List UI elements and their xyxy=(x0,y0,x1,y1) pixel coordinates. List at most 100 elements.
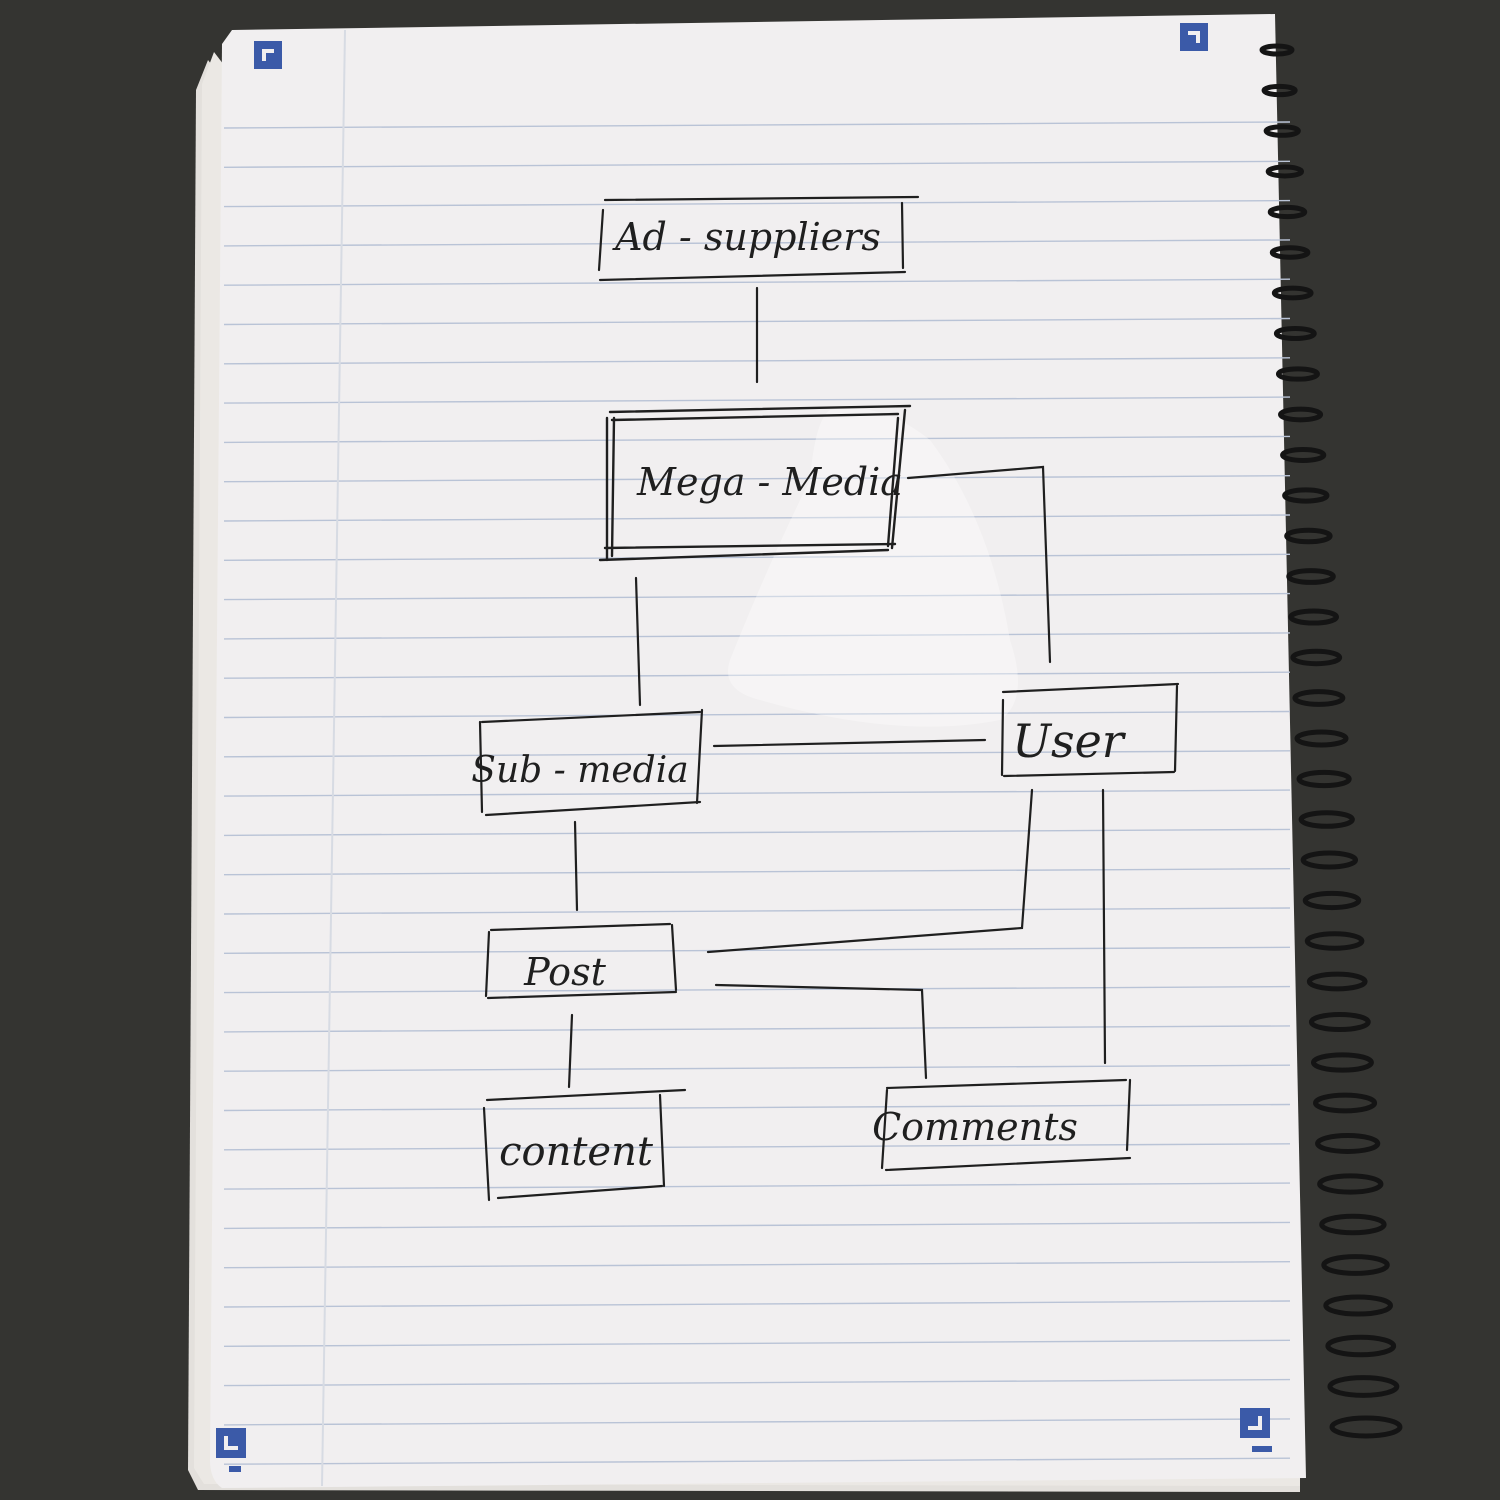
rule-line xyxy=(223,946,1291,954)
spiral-ring xyxy=(1304,931,1365,951)
spiral-ring xyxy=(1327,1375,1400,1398)
spiral-ring xyxy=(1329,1415,1403,1439)
spiral-ring xyxy=(1325,1334,1397,1358)
rule-line xyxy=(223,1025,1291,1033)
corner-mark-icon xyxy=(1240,1408,1272,1452)
edge-user-to-comments xyxy=(1101,788,1107,1065)
rule-line xyxy=(223,828,1291,837)
edge-user-to-post xyxy=(706,788,1034,954)
spiral-ring xyxy=(1294,729,1349,748)
corner-mark-icon xyxy=(254,41,282,69)
spiral-binding-icon xyxy=(1259,43,1403,1439)
rule-line xyxy=(223,278,1291,286)
rule-line xyxy=(223,121,1291,129)
node-sub-media-label: Sub - media xyxy=(471,750,688,791)
spiral-ring xyxy=(1269,245,1311,260)
spiral-ring xyxy=(1284,527,1333,545)
spiral-ring xyxy=(1317,1173,1384,1195)
spiral-ring xyxy=(1267,204,1308,220)
spiral-ring xyxy=(1280,447,1327,463)
spiral-ring xyxy=(1302,890,1362,911)
rule-line xyxy=(223,396,1291,404)
spiral-ring xyxy=(1261,83,1298,98)
rule-line xyxy=(223,907,1291,915)
spiral-ring xyxy=(1263,124,1301,138)
rule-line xyxy=(223,435,1291,444)
node-ad-suppliers-label: Ad - suppliers xyxy=(612,215,881,259)
rule-line xyxy=(223,632,1291,640)
rule-line xyxy=(223,592,1291,601)
spiral-ring xyxy=(1306,971,1368,992)
edge-sub-media-to-user xyxy=(712,738,987,748)
tape-reflection xyxy=(728,408,1018,727)
rule-line xyxy=(223,868,1291,876)
rule-line xyxy=(223,1300,1291,1308)
rule-line xyxy=(223,1103,1291,1112)
spiral-ring xyxy=(1275,366,1320,382)
margin-line xyxy=(321,29,346,1487)
spiral-ring xyxy=(1271,285,1314,301)
rule-line xyxy=(223,199,1291,208)
node-content xyxy=(482,1088,687,1202)
spiral-ring xyxy=(1273,325,1317,342)
rule-line xyxy=(223,160,1291,168)
spiral-ring xyxy=(1300,850,1359,870)
spiral-ring xyxy=(1265,164,1305,179)
rule-line xyxy=(223,1378,1291,1387)
rule-line xyxy=(223,1221,1291,1230)
node-user xyxy=(1000,682,1180,778)
edge-sub-media-to-post xyxy=(573,820,579,912)
rule-line xyxy=(223,710,1291,719)
rule-line xyxy=(223,1418,1291,1426)
edge-mega-media-to-user xyxy=(906,465,1052,664)
node-content-label: content xyxy=(499,1129,654,1175)
corner-mark-icon xyxy=(216,1428,246,1472)
spiral-ring xyxy=(1288,608,1339,626)
node-comments-label: Comments xyxy=(872,1105,1078,1149)
rule-line xyxy=(223,985,1291,994)
rule-line xyxy=(223,1339,1291,1348)
node-user-label: User xyxy=(1012,714,1127,768)
spiral-ring xyxy=(1286,568,1336,585)
rule-line xyxy=(223,1064,1291,1072)
rule-line xyxy=(223,750,1291,758)
spiral-ring xyxy=(1282,487,1330,504)
node-post xyxy=(484,922,678,1000)
rule-line xyxy=(223,514,1291,522)
spiral-ring xyxy=(1292,689,1346,707)
spiral-ring xyxy=(1321,1254,1390,1276)
spiral-ring xyxy=(1296,769,1352,789)
node-comments xyxy=(880,1078,1132,1172)
spiral-ring xyxy=(1319,1213,1387,1236)
rule-line xyxy=(223,475,1291,483)
node-ad-suppliers xyxy=(597,195,920,282)
node-mega-media-label: Mega - Media xyxy=(636,460,903,504)
spiral-ring xyxy=(1308,1011,1371,1033)
edge-post-to-content xyxy=(567,1013,574,1089)
rule-line xyxy=(223,1457,1291,1465)
spiral-ring xyxy=(1315,1133,1381,1154)
corner-mark-icon xyxy=(1180,23,1208,51)
node-mega-media xyxy=(598,404,912,562)
spiral-ring xyxy=(1290,648,1343,667)
spiral-ring xyxy=(1310,1052,1374,1073)
edge-mega-media-to-sub-media xyxy=(634,576,642,707)
spiral-ring xyxy=(1313,1092,1378,1114)
rule-line xyxy=(223,553,1291,561)
rule-line xyxy=(223,1260,1291,1269)
rule-line xyxy=(223,1143,1291,1151)
connectors xyxy=(567,286,1107,1089)
rule-line xyxy=(223,671,1291,679)
spiral-ring xyxy=(1259,43,1295,57)
spiral-ring xyxy=(1278,406,1324,423)
rule-line xyxy=(223,1182,1291,1190)
edge-post-to-comments xyxy=(714,983,928,1080)
node-post-label: Post xyxy=(523,950,606,994)
ruled-lines xyxy=(223,121,1291,1465)
spiral-ring xyxy=(1298,810,1355,829)
node-sub-media xyxy=(478,708,704,817)
rule-line xyxy=(223,789,1291,797)
rule-line xyxy=(223,239,1291,247)
spiral-ring xyxy=(1323,1294,1393,1317)
